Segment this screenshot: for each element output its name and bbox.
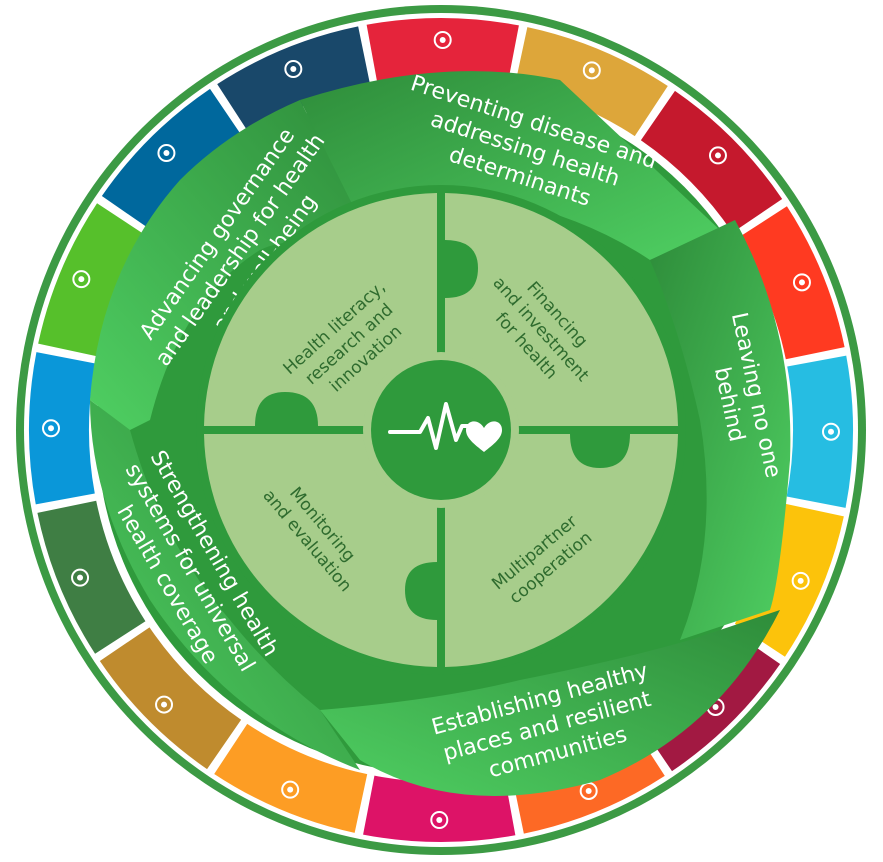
heartbeat-heart-icon bbox=[388, 402, 502, 452]
puzzle-piece-multipartner bbox=[445, 434, 678, 667]
arrow-leaving bbox=[650, 220, 791, 640]
tree-icon bbox=[72, 270, 91, 289]
sdg-segment-16 bbox=[101, 88, 244, 231]
partnership-icon bbox=[284, 60, 303, 79]
sdg-segment-6 bbox=[786, 355, 853, 508]
puzzle-piece-health-literacy bbox=[204, 193, 437, 426]
sdg-segment-12 bbox=[99, 627, 242, 770]
arrow-advancing bbox=[90, 100, 380, 430]
sdg-segment-2 bbox=[514, 27, 668, 137]
sdg-segment-11 bbox=[214, 723, 368, 833]
dove-icon bbox=[157, 144, 176, 163]
sdg-segment-15 bbox=[38, 203, 148, 357]
sdg-segment-14 bbox=[28, 352, 96, 505]
puzzle-piece-financing bbox=[445, 193, 678, 426]
water-icon bbox=[821, 422, 840, 441]
book-icon bbox=[708, 146, 727, 165]
sdg-segment-4 bbox=[640, 90, 783, 233]
sdg-segment-13 bbox=[37, 500, 146, 654]
puzzle-pieces bbox=[204, 193, 678, 667]
globe-eye-icon bbox=[71, 568, 90, 587]
arrow-establishing bbox=[320, 610, 780, 796]
sdg-segment-1 bbox=[366, 17, 519, 85]
sun-icon bbox=[791, 571, 810, 590]
sdg-segment-17 bbox=[217, 26, 371, 135]
gender-icon bbox=[792, 273, 811, 292]
equality-icon bbox=[430, 810, 449, 829]
bowl-icon bbox=[582, 61, 601, 80]
infinity-icon bbox=[155, 695, 174, 714]
puzzle-piece-monitoring bbox=[204, 434, 437, 667]
arrow-strengthening bbox=[90, 400, 360, 770]
arrow-bands bbox=[90, 71, 791, 796]
sdg-segment-5 bbox=[736, 206, 845, 360]
fish-icon bbox=[42, 419, 61, 438]
city-icon bbox=[281, 780, 300, 799]
family-icon bbox=[433, 31, 452, 50]
